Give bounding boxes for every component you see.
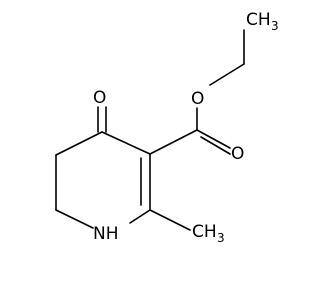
ring-nitrogen-label: NH [93, 224, 119, 244]
ester-ether-oxygen-label: O [191, 89, 204, 109]
bond-c5-c4 [55, 131, 103, 156]
bond-o-ch2 [209, 63, 245, 86]
ester-carbonyl-oxygen-label: O [231, 144, 244, 164]
bond-c3-cester [149, 129, 198, 155]
ketone-oxygen-label: O [93, 88, 106, 108]
bond-cester-o-carbonyl-a [196, 129, 231, 149]
ring-methyl-label: CH [192, 222, 217, 242]
terminal-methyl-label: CH [246, 10, 271, 30]
molecule-structure: O O O NH CH 3 CH 3 [55, 10, 279, 245]
bond-c2-ch3 [149, 209, 191, 231]
ring-methyl-subscript: 3 [217, 231, 225, 245]
bond-n1-c6 [55, 209, 94, 229]
terminal-methyl-subscript: 3 [271, 19, 279, 33]
bond-cester-o-carbonyl-b [200, 136, 231, 155]
bond-c4-c3 [101, 131, 151, 155]
bond-c2-n1 [129, 209, 151, 224]
